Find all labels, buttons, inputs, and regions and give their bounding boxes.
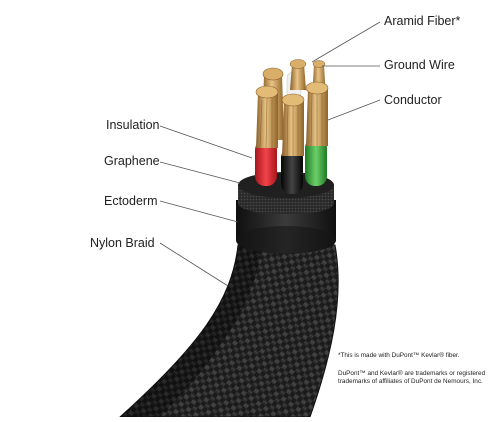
label-graphene: Graphene: [104, 154, 160, 168]
label-ground-wire: Ground Wire: [384, 58, 455, 72]
footnote-kevlar: *This is made with DuPont™ Kevlar® fiber…: [338, 352, 460, 359]
label-aramid-fiber: Aramid Fiber*: [384, 14, 461, 28]
label-conductor: Conductor: [384, 93, 442, 107]
label-insulation: Insulation: [106, 118, 160, 132]
label-ectoderm: Ectoderm: [104, 194, 158, 208]
leader-lines: [159, 21, 381, 287]
footnote-trademark-1: DuPont™ and Kevlar® are trademarks or re…: [338, 370, 486, 377]
green-insulation: [305, 138, 327, 186]
footnote-trademark-2: trademarks of affiliates of DuPont de Ne…: [338, 378, 483, 385]
copper-conductors: [255, 59, 329, 157]
label-nylon-braid: Nylon Braid: [90, 236, 155, 250]
black-insulation: [281, 148, 303, 194]
red-insulation: [255, 140, 277, 186]
